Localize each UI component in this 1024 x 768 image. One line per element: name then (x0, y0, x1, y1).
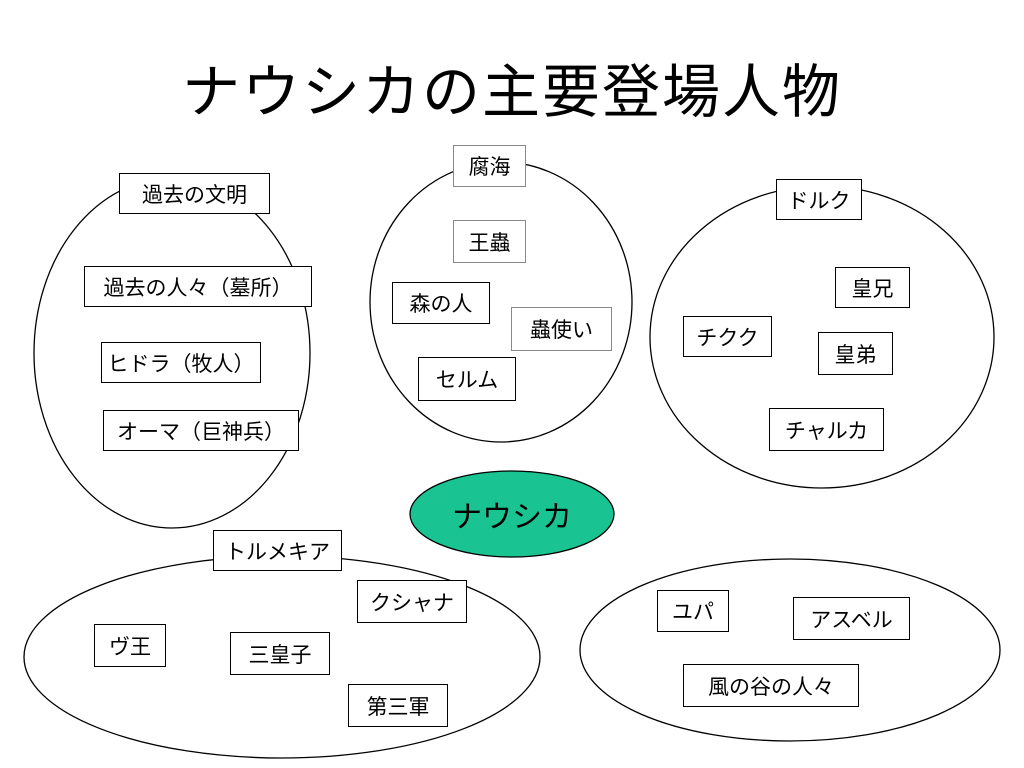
valley-oval (579, 558, 1001, 742)
nausicaa-oval (409, 470, 615, 558)
fukai-item-insect-users: 蟲使い (511, 307, 612, 351)
fukai-group-label: 腐海 (453, 145, 526, 187)
dorok-item-chikuku: チクク (683, 316, 772, 357)
valley-item-valley-people: 風の谷の人々 (683, 664, 859, 707)
torumekia-item-three-princes: 三皇子 (230, 632, 330, 675)
dorok-item-charuka: チャルカ (769, 408, 884, 451)
past-group-label: 過去の文明 (119, 173, 270, 214)
dorok-item-elder-emperor: 皇兄 (835, 267, 910, 308)
torumekia-item-vu-king: ヴ王 (94, 624, 166, 667)
torumekia-item-third-army: 第三軍 (348, 684, 448, 727)
torumekia-item-kushana: クシャナ (357, 580, 467, 623)
fukai-item-ohmu: 王蟲 (453, 220, 526, 263)
dorok-item-younger-emperor: 皇弟 (818, 332, 893, 375)
slide-title: ナウシカの主要登場人物 (181, 58, 842, 126)
fukai-item-forest-people: 森の人 (392, 282, 490, 324)
past-item-hydra: ヒドラ（牧人） (101, 342, 261, 383)
fukai-item-selm: セルム (418, 357, 516, 401)
torumekia-group-label: トルメキア (213, 530, 342, 571)
valley-item-yupa: ユパ (657, 590, 729, 632)
dorok-group-label: ドルク (776, 179, 862, 220)
valley-item-asbel: アスベル (793, 597, 910, 640)
past-item-ohma: オーマ（巨神兵） (103, 410, 299, 451)
past-item-tomb-people: 過去の人々（墓所） (84, 266, 312, 307)
